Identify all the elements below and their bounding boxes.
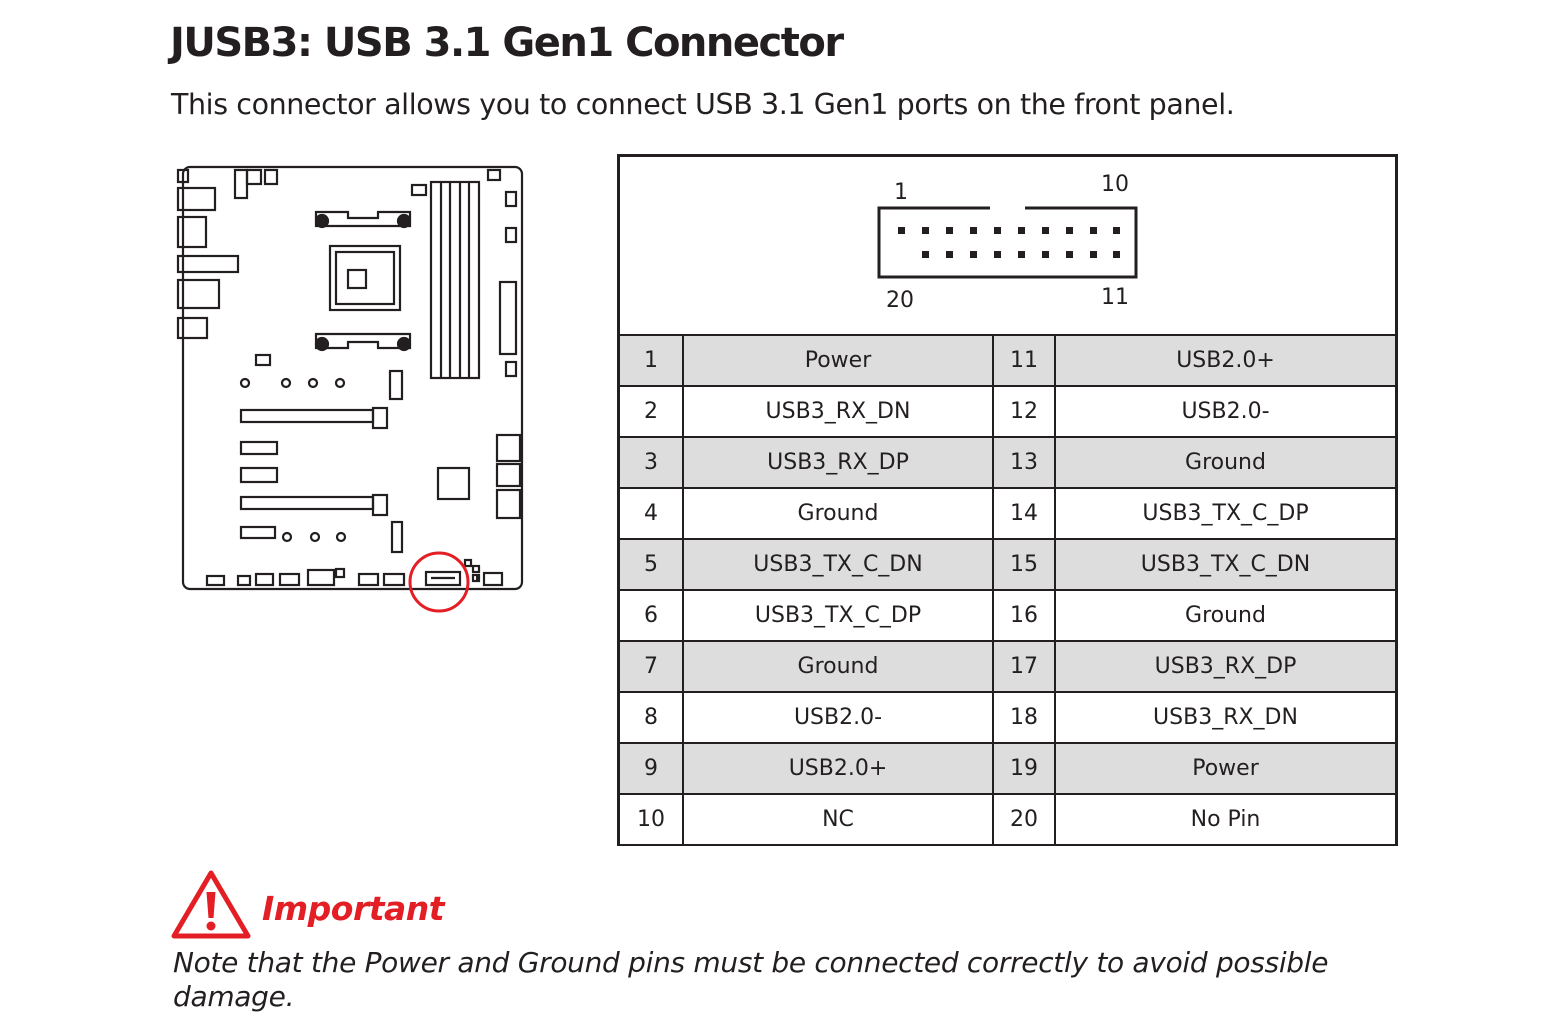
page-description: This connector allows you to connect USB…	[171, 88, 1235, 121]
pin-number: 18	[992, 691, 1056, 744]
table-row: 2 USB3_RX_DN 12 USB2.0-	[620, 385, 1395, 438]
pin-signal: USB3_RX_DP	[1054, 640, 1395, 693]
pin-signal: Ground	[682, 640, 994, 693]
pin-signal: USB3_RX_DP	[682, 436, 994, 489]
pin-number: 2	[620, 385, 684, 438]
warning-triangle-icon	[171, 870, 251, 939]
pin-signal: USB3_TX_C_DP	[682, 589, 994, 642]
pin-number: 12	[992, 385, 1056, 438]
pin-signal: Power	[1054, 742, 1395, 795]
pin-signal: USB2.0-	[1054, 385, 1395, 438]
pin-number: 5	[620, 538, 684, 591]
jusb3-header-marker	[424, 570, 462, 587]
pin-number: 10	[620, 793, 684, 844]
pin-signal: USB3_TX_C_DN	[682, 538, 994, 591]
table-row: 1 Power 11 USB2.0+	[620, 334, 1395, 387]
table-row: 3 USB3_RX_DP 13 Ground	[620, 436, 1395, 489]
pin-signal: USB2.0+	[682, 742, 994, 795]
board-outline	[181, 165, 524, 591]
pin-signal: NC	[682, 793, 994, 844]
table-row: 9 USB2.0+ 19 Power	[620, 742, 1395, 795]
pin-signal: Ground	[682, 487, 994, 540]
pin-signal: USB3_TX_C_DN	[1054, 538, 1395, 591]
pin-signal: USB2.0-	[682, 691, 994, 744]
pin-signal: Ground	[1054, 589, 1395, 642]
important-notice: Important	[170, 866, 445, 942]
pin-number: 6	[620, 589, 684, 642]
pin-signal: USB3_RX_DN	[682, 385, 994, 438]
pin-signal: USB3_TX_C_DP	[1054, 487, 1395, 540]
pinout-table-frame: 1 10 20 11 1 Power 11 USB2.0+ 2 USB3_RX_…	[617, 154, 1398, 846]
pin-number: 20	[992, 793, 1056, 844]
pin-signal: Power	[682, 334, 994, 387]
pin-number: 1	[620, 334, 684, 387]
connector-diagram-cell: 1 10 20 11	[620, 157, 1395, 334]
table-row: 5 USB3_TX_C_DN 15 USB3_TX_C_DN	[620, 538, 1395, 591]
pin-number: 16	[992, 589, 1056, 642]
pin-number: 4	[620, 487, 684, 540]
pin-number: 15	[992, 538, 1056, 591]
table-row: 4 Ground 14 USB3_TX_C_DP	[620, 487, 1395, 540]
motherboard-diagram	[176, 165, 524, 613]
pin-assignment-table: 1 Power 11 USB2.0+ 2 USB3_RX_DN 12 USB2.…	[620, 334, 1395, 844]
usb3-header-connector-diagram: 1 10 20 11	[877, 172, 1138, 313]
pin-label-10: 10	[1101, 172, 1129, 197]
pin-label-1: 1	[894, 180, 908, 205]
table-row: 6 USB3_TX_C_DP 16 Ground	[620, 589, 1395, 642]
pin-number: 8	[620, 691, 684, 744]
pin-signal: USB2.0+	[1054, 334, 1395, 387]
pin-number: 9	[620, 742, 684, 795]
pin-label-11: 11	[1101, 285, 1129, 310]
table-row: 8 USB2.0- 18 USB3_RX_DN	[620, 691, 1395, 744]
pin-number: 17	[992, 640, 1056, 693]
page-title: JUSB3: USB 3.1 Gen1 Connector	[170, 20, 844, 66]
pin-number: 7	[620, 640, 684, 693]
pin-number: 11	[992, 334, 1056, 387]
pin-number: 3	[620, 436, 684, 489]
pin-signal: No Pin	[1054, 793, 1395, 844]
important-note-text: Note that the Power and Ground pins must…	[173, 946, 1329, 1013]
pin-label-20: 20	[886, 288, 914, 313]
jusb3-location-highlight	[408, 551, 470, 613]
important-label: Important	[262, 888, 445, 928]
pin-signal: USB3_RX_DN	[1054, 691, 1395, 744]
pin-number: 13	[992, 436, 1056, 489]
pin-number: 14	[992, 487, 1056, 540]
table-row: 7 Ground 17 USB3_RX_DP	[620, 640, 1395, 693]
pin-signal: Ground	[1054, 436, 1395, 489]
pin-number: 19	[992, 742, 1056, 795]
table-row: 10 NC 20 No Pin	[620, 793, 1395, 844]
